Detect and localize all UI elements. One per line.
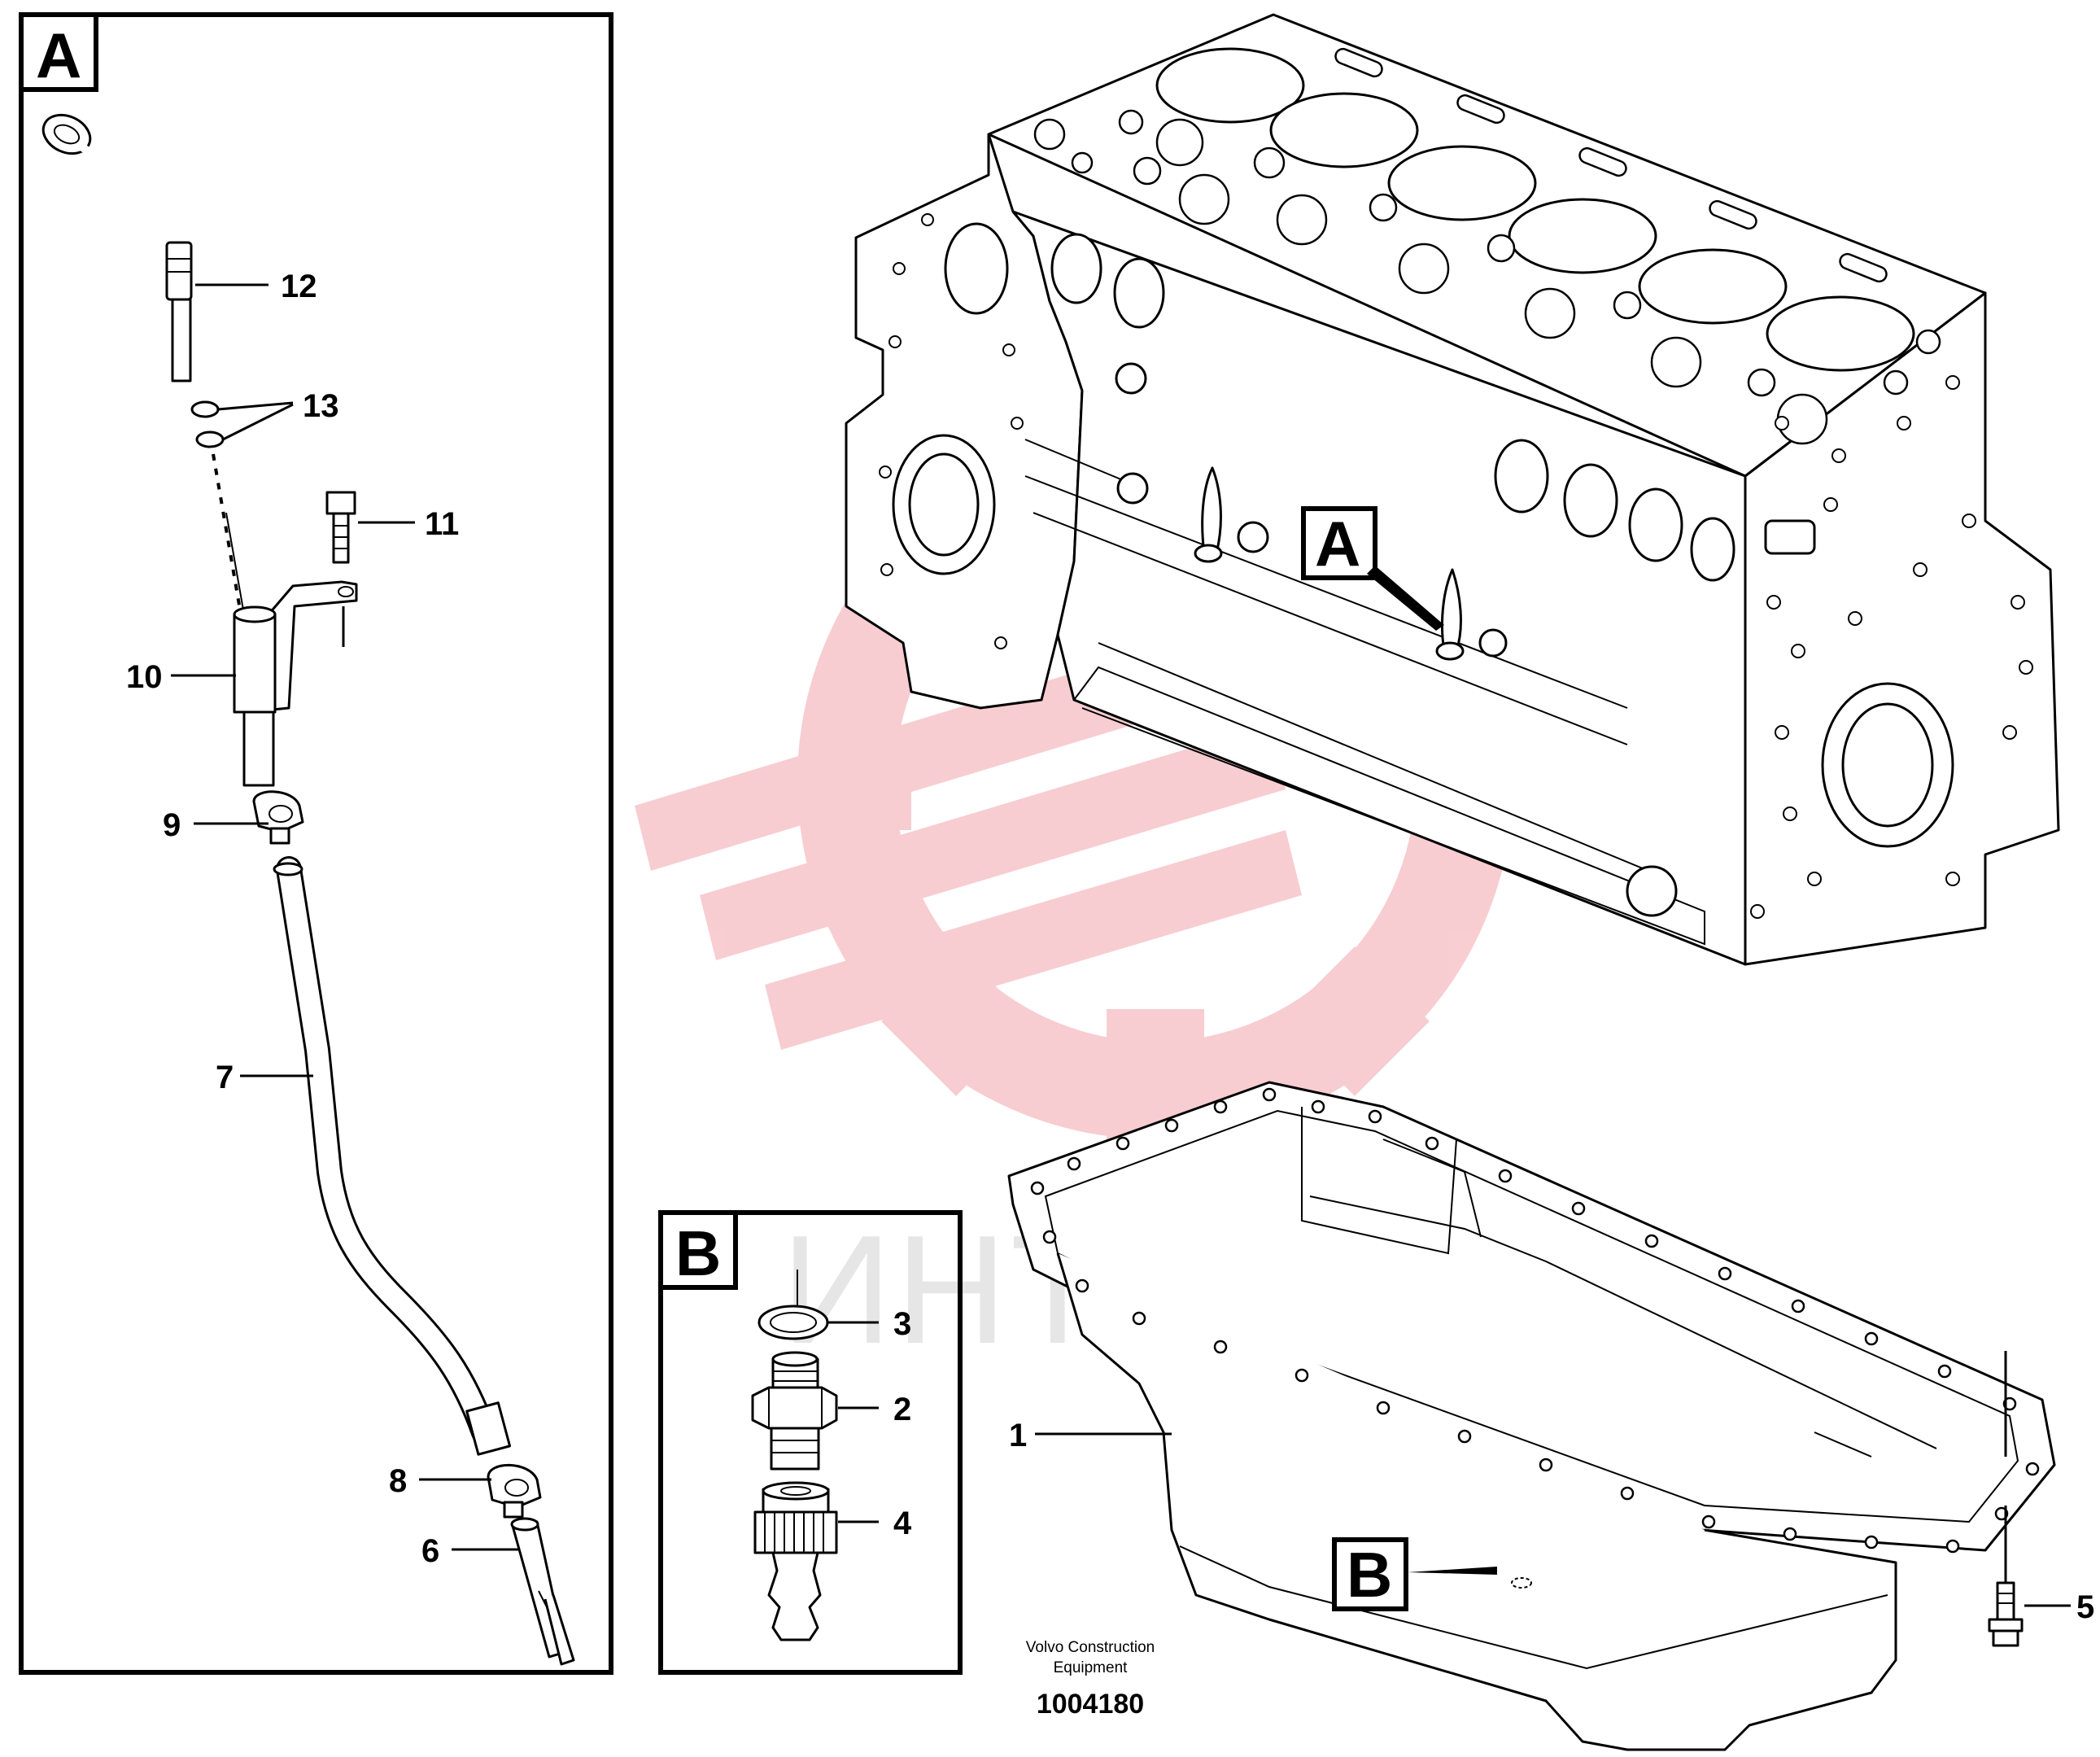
nipple-2 — [751, 1351, 838, 1471]
label-6: 6 — [421, 1533, 439, 1569]
label-10: 10 — [126, 659, 163, 695]
panel-b: B 3 2 — [658, 1210, 963, 1675]
hose-connector-4 — [753, 1481, 838, 1641]
drawing-part-number: 1004180 — [1037, 1689, 1144, 1720]
panel-a-letter: A — [36, 20, 81, 91]
callout-a-letter: A — [1315, 508, 1360, 579]
callout-b: B — [1332, 1537, 1497, 1611]
dipstick-handle — [41, 113, 183, 248]
label-3: 3 — [893, 1306, 911, 1342]
label-2: 2 — [893, 1392, 911, 1427]
tube-7 — [273, 856, 512, 1456]
label-5: 5 — [2076, 1589, 2094, 1625]
panel-a: A 12 13 — [19, 12, 613, 1675]
company-line-2: Equipment — [1054, 1659, 1129, 1676]
washer-3 — [757, 1305, 829, 1340]
label-9: 9 — [163, 807, 181, 843]
label-12: 12 — [281, 269, 317, 304]
panel-a-frame — [19, 12, 613, 1675]
label-13: 13 — [303, 388, 339, 424]
bolt-11 — [325, 491, 356, 564]
screw-5 — [1988, 1351, 2024, 1647]
label-4: 4 — [893, 1506, 912, 1541]
oil-pan-1 — [1007, 1081, 2056, 1751]
tube-bracket-10 — [233, 580, 358, 787]
label-11: 11 — [425, 506, 459, 542]
tube-6 — [510, 1517, 575, 1666]
footer: Volvo Construction Equipment 1004180 — [1026, 1639, 1155, 1720]
engine-block — [845, 13, 2060, 966]
panel-a-letter-box — [19, 12, 98, 92]
callout-b-letter: B — [1347, 1539, 1392, 1611]
label-1: 1 — [1009, 1418, 1027, 1453]
dipstick-12 — [165, 241, 193, 382]
label-8: 8 — [389, 1463, 407, 1499]
company-line-1: Volvo Construction — [1026, 1639, 1155, 1656]
clamp-8 — [487, 1463, 542, 1519]
panel-b-letter: B — [675, 1217, 721, 1289]
panel-b-frame — [658, 1210, 963, 1675]
clamp-9 — [252, 790, 304, 845]
panel-b-letter-box — [658, 1210, 738, 1290]
label-7: 7 — [216, 1060, 234, 1095]
callout-a: A — [1301, 506, 1444, 631]
